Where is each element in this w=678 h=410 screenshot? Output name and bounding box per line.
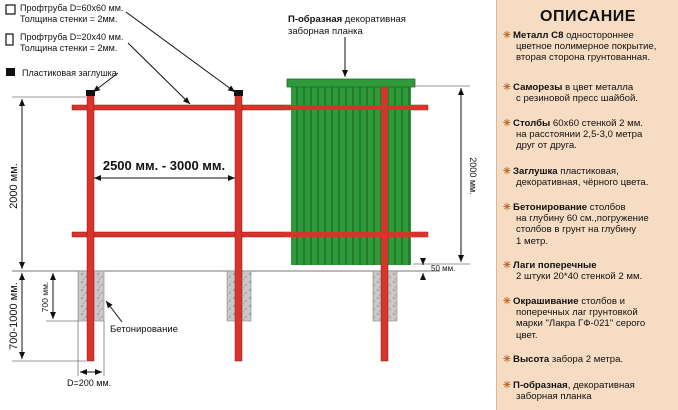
rail-bottom-overlap: [284, 232, 428, 237]
description-item-line: друг от друга.: [516, 140, 577, 152]
description-item-text: пластиковая,: [557, 166, 619, 177]
description-item-line: с резиновой пресс шайбой.: [516, 93, 639, 105]
span-dimension-label: 2500 мм. - 3000 мм.: [103, 158, 225, 173]
top-plank-note-line1: П-образная декоративная: [288, 14, 406, 25]
description-item-text: столбов: [587, 202, 626, 213]
description-item-line: 1 метр.: [516, 235, 549, 247]
description-item-line: на глубину 60 см.,погружение: [516, 213, 649, 225]
star-bullet-icon: ✳: [503, 380, 512, 391]
description-item-head: Саморезы: [513, 82, 563, 93]
description-item: ✳Высота забора 2 метра.: [503, 354, 675, 365]
leader-plug: [92, 72, 119, 93]
description-item-line: столбов в грунт на глубину: [516, 224, 637, 236]
top-plank-note-line2: заборная планка: [288, 26, 364, 37]
profile-40-icon: [5, 33, 14, 46]
plug-middle: [234, 90, 243, 96]
leader-profile-60: [125, 11, 236, 93]
description-item-line: заборная планка: [516, 391, 592, 403]
star-bullet-icon: ✳: [503, 202, 512, 213]
description-item-text: забора 2 метра.: [549, 354, 624, 365]
legend-profile-40-line1: Профтруба D=20x40 мм.: [20, 32, 123, 42]
star-bullet-icon: ✳: [503, 82, 512, 93]
description-item-head: Заглушка: [513, 166, 558, 177]
star-bullet-icon: ✳: [503, 354, 512, 365]
legend-profile-60-line2: Толщина стенки = 2мм.: [20, 14, 117, 24]
description-item-text: столбов и: [578, 296, 625, 307]
plug-icon: [6, 68, 15, 76]
description-item-head: Высота: [513, 354, 550, 365]
leader-profile-40: [127, 42, 191, 105]
description-item-text: в цвет металла: [562, 82, 634, 93]
description-item-head: Лаги поперечные: [513, 260, 597, 271]
legend-profile-60-line1: Профтруба D=60x60 мм.: [20, 3, 123, 13]
post-left: [86, 94, 95, 362]
fence-diagram: Профтруба D=60x60 мм. Толщина стенки = 2…: [5, 3, 478, 388]
description-item-text: , декоративная: [567, 380, 635, 391]
top-u-plank: [286, 78, 416, 88]
legend-plug: Пластиковая заглушка: [22, 68, 117, 78]
sheet-height-label: 2000 мм.: [468, 157, 478, 194]
description-item-head: Столбы: [513, 118, 551, 129]
diameter-label: D=200 мм.: [67, 378, 111, 388]
plug-left: [86, 90, 95, 96]
description-item-line: цветное полимерное покрытие,: [516, 41, 657, 53]
description-item-line: поперечных лаг грунтовкой: [516, 307, 638, 319]
burial-label: 700-1000 мм.: [8, 282, 20, 350]
profiled-sheet: [291, 85, 411, 265]
post-middle: [234, 94, 243, 362]
description-item-line: декоративная, чёрного цвета.: [516, 177, 649, 189]
star-bullet-icon: ✳: [503, 118, 512, 129]
description-item-head: Бетонирование: [513, 202, 588, 213]
description-item-head: Окрашивание: [513, 296, 579, 307]
description-item-line: вторая сторона грунтованная.: [516, 52, 650, 64]
description-item: ✳Столбы 60х60 стенкой 2 мм.на расстоянии…: [503, 118, 675, 152]
profile-60-icon: [5, 4, 16, 15]
concrete-label: Бетонирование: [110, 324, 178, 335]
description-item-text: 60х60 стенкой 2 мм.: [550, 118, 643, 129]
description-item-head: Металл С8: [513, 30, 564, 41]
ground-gap-label: 50 мм.: [431, 264, 455, 273]
star-bullet-icon: ✳: [503, 166, 512, 177]
leader-concrete: [105, 300, 123, 323]
rail-top-overlap: [284, 105, 428, 110]
star-bullet-icon: ✳: [503, 260, 512, 271]
star-bullet-icon: ✳: [503, 296, 512, 307]
star-bullet-icon: ✳: [503, 30, 512, 41]
legend-profile-40-line2: Толщина стенки = 2мм.: [20, 43, 117, 53]
description-item-line: 2 штуки 20*40 стенкой 2 мм.: [516, 271, 643, 283]
panel-title: ОПИСАНИЕ: [540, 8, 636, 25]
description-item-text: одностороннее: [563, 30, 634, 41]
legend: Профтруба D=60x60 мм. Толщина стенки = 2…: [5, 3, 123, 78]
total-height-label: 2000 мм.: [8, 163, 20, 209]
description-item-line: марки "Лакра ГФ-021" серого: [516, 318, 646, 330]
post-right-overlap: [381, 87, 388, 265]
concrete-depth-label: 700 мм.: [40, 282, 50, 313]
description-item-line: цвет.: [516, 329, 538, 341]
description-item: ✳Заглушка пластиковая,декоративная, чёрн…: [503, 166, 675, 188]
description-item-line: на расстоянии 2,5-3,0 метра: [516, 129, 643, 141]
description-item-head: П-образная: [513, 380, 568, 391]
